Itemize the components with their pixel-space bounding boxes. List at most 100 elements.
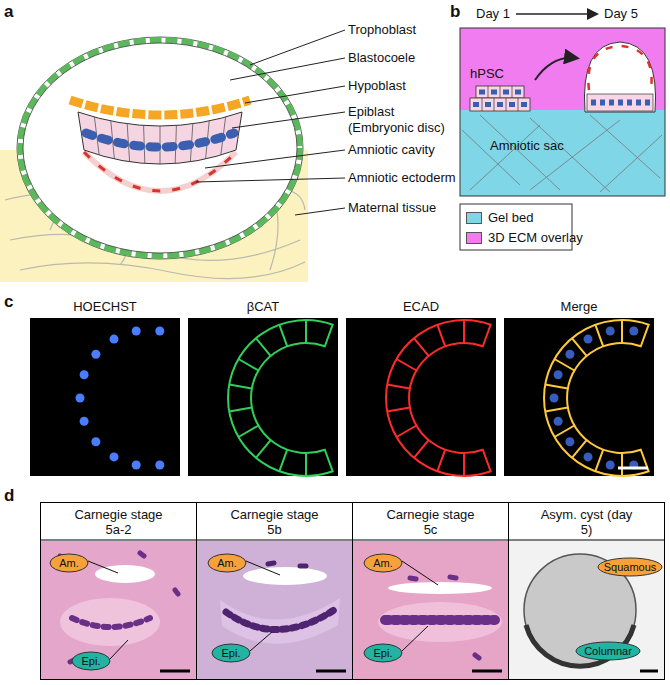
panel-letter: b: [450, 2, 460, 22]
gel-fibres: [462, 115, 662, 192]
oval-label: Epi.: [363, 643, 403, 663]
oval-label: Epi.: [71, 651, 111, 671]
image-panel: [30, 318, 180, 476]
cyst: [584, 42, 655, 112]
hoechst-stain: [76, 327, 165, 470]
oval-shape: [72, 652, 110, 670]
image-panel: [188, 318, 338, 476]
annotation-label: Day 5: [604, 6, 638, 22]
annotation-label: Day 1: [476, 6, 510, 22]
panel-letter: c: [4, 292, 13, 312]
oval-shape: [598, 558, 662, 576]
image-panel: Merge: [504, 318, 654, 476]
legend-swatch: [466, 232, 482, 244]
amniotic-cavity: [243, 567, 327, 585]
oval-shape: [212, 644, 250, 662]
annotation-label: hPSC: [470, 66, 504, 82]
hypoblast-cells: [70, 100, 250, 115]
trophoblast-cells: [20, 40, 300, 256]
annotation-label: Maternal tissue: [348, 200, 436, 216]
nuclei-row: [226, 610, 334, 630]
he-image: [197, 541, 352, 680]
epiblast-tissue: [60, 598, 160, 646]
embryo-illustration: [0, 30, 483, 282]
oval-shape: [208, 554, 246, 572]
oval-label: Am.: [207, 553, 247, 573]
oval-shape: [576, 642, 640, 660]
table-column: Carnegie stage 5a-2Am. Epi.: [40, 502, 197, 680]
cell-walls: [482, 86, 518, 111]
blastocoele: [23, 43, 297, 253]
trophoblast-outer: [17, 37, 303, 259]
callout-oval: Am.: [207, 553, 247, 573]
epiblast-nuclei: [86, 133, 234, 147]
callout-oval: Am.: [363, 553, 403, 573]
gel-bed: [460, 110, 665, 196]
oval-label: Columnar: [575, 641, 641, 661]
panel-letter: a: [4, 2, 13, 22]
table-column: Carnegie stage 5b Am. Epi.: [196, 502, 353, 680]
culture-schematic: [460, 14, 665, 250]
scale-bars: [160, 670, 658, 673]
oval-label: Am.: [363, 553, 403, 573]
panel-title: Carnegie stage 5b: [223, 507, 327, 537]
scale-bar: [618, 467, 648, 470]
callout-oval: Epi.: [71, 651, 111, 671]
merge-nuclei: [550, 327, 639, 470]
table-column: Carnegie stage 5cAm.Epi.: [352, 502, 509, 680]
panel-title: Merge: [504, 299, 654, 315]
brightfield-image: [509, 541, 664, 680]
panel-frame: [460, 28, 665, 196]
merge-stain: [544, 320, 649, 476]
table-column: Asym. cyst (day 5) SquamousColumnar: [508, 502, 665, 680]
time-arrow: [516, 13, 596, 15]
epiblast: [78, 112, 242, 164]
image-panel: [346, 318, 496, 476]
oval-shape: [364, 554, 402, 572]
he-image: [353, 541, 508, 680]
fluorescence-panels: [30, 318, 654, 476]
panel-title: HOECHST: [30, 299, 180, 315]
legend-swatch: [466, 212, 482, 224]
nuclei-row: [72, 618, 150, 627]
oval-shape: [50, 554, 88, 572]
callout-oval: Squamous: [597, 557, 663, 577]
epiblast-tissue: [220, 598, 340, 644]
nuclei-row: [385, 615, 495, 625]
bcat-stain: [228, 320, 333, 476]
callout-oval: Am.: [49, 553, 89, 573]
annotation-label: Trophoblast: [348, 22, 416, 38]
epiblast-tissue: [378, 602, 502, 642]
growth-arrow: [535, 58, 576, 80]
nuclei: [375, 560, 479, 658]
image-background: [346, 318, 496, 476]
panel-title: Asym. cyst (day 5): [535, 507, 639, 537]
squamous-nuclei: [588, 46, 651, 90]
image-background: [504, 318, 654, 476]
callout-oval: Epi.: [363, 643, 403, 663]
he-image: [41, 541, 196, 680]
annotation-label: Hypoblast: [348, 78, 406, 94]
panel-letter: d: [4, 486, 14, 506]
ecad-stain: [386, 320, 491, 476]
callout-oval: Epi.: [211, 643, 251, 663]
image-panel: [504, 318, 654, 476]
panel-title: ECAD: [346, 299, 496, 315]
legend-text: Gel bed: [488, 210, 534, 226]
image-panel: ECAD: [346, 318, 496, 476]
annotation-label: Amniotic cavity: [348, 142, 435, 158]
hpsc-nuclei: [473, 92, 528, 105]
oval-label: Epi.: [211, 643, 251, 663]
panel-title: Carnegie stage 5a-2: [67, 507, 171, 537]
annotation-label: Blastocoele: [348, 50, 415, 66]
columnar-nuclei: [591, 100, 650, 106]
image-background: [30, 318, 180, 476]
annotation-label: Amniotic ectoderm: [348, 170, 456, 186]
leader-lines: [196, 30, 345, 215]
callout-oval: Columnar: [575, 641, 641, 661]
image-background: [188, 318, 338, 476]
annotation-label: Epiblast (Embryonic disc): [348, 104, 460, 136]
image-panel: HOECHST: [30, 318, 180, 476]
